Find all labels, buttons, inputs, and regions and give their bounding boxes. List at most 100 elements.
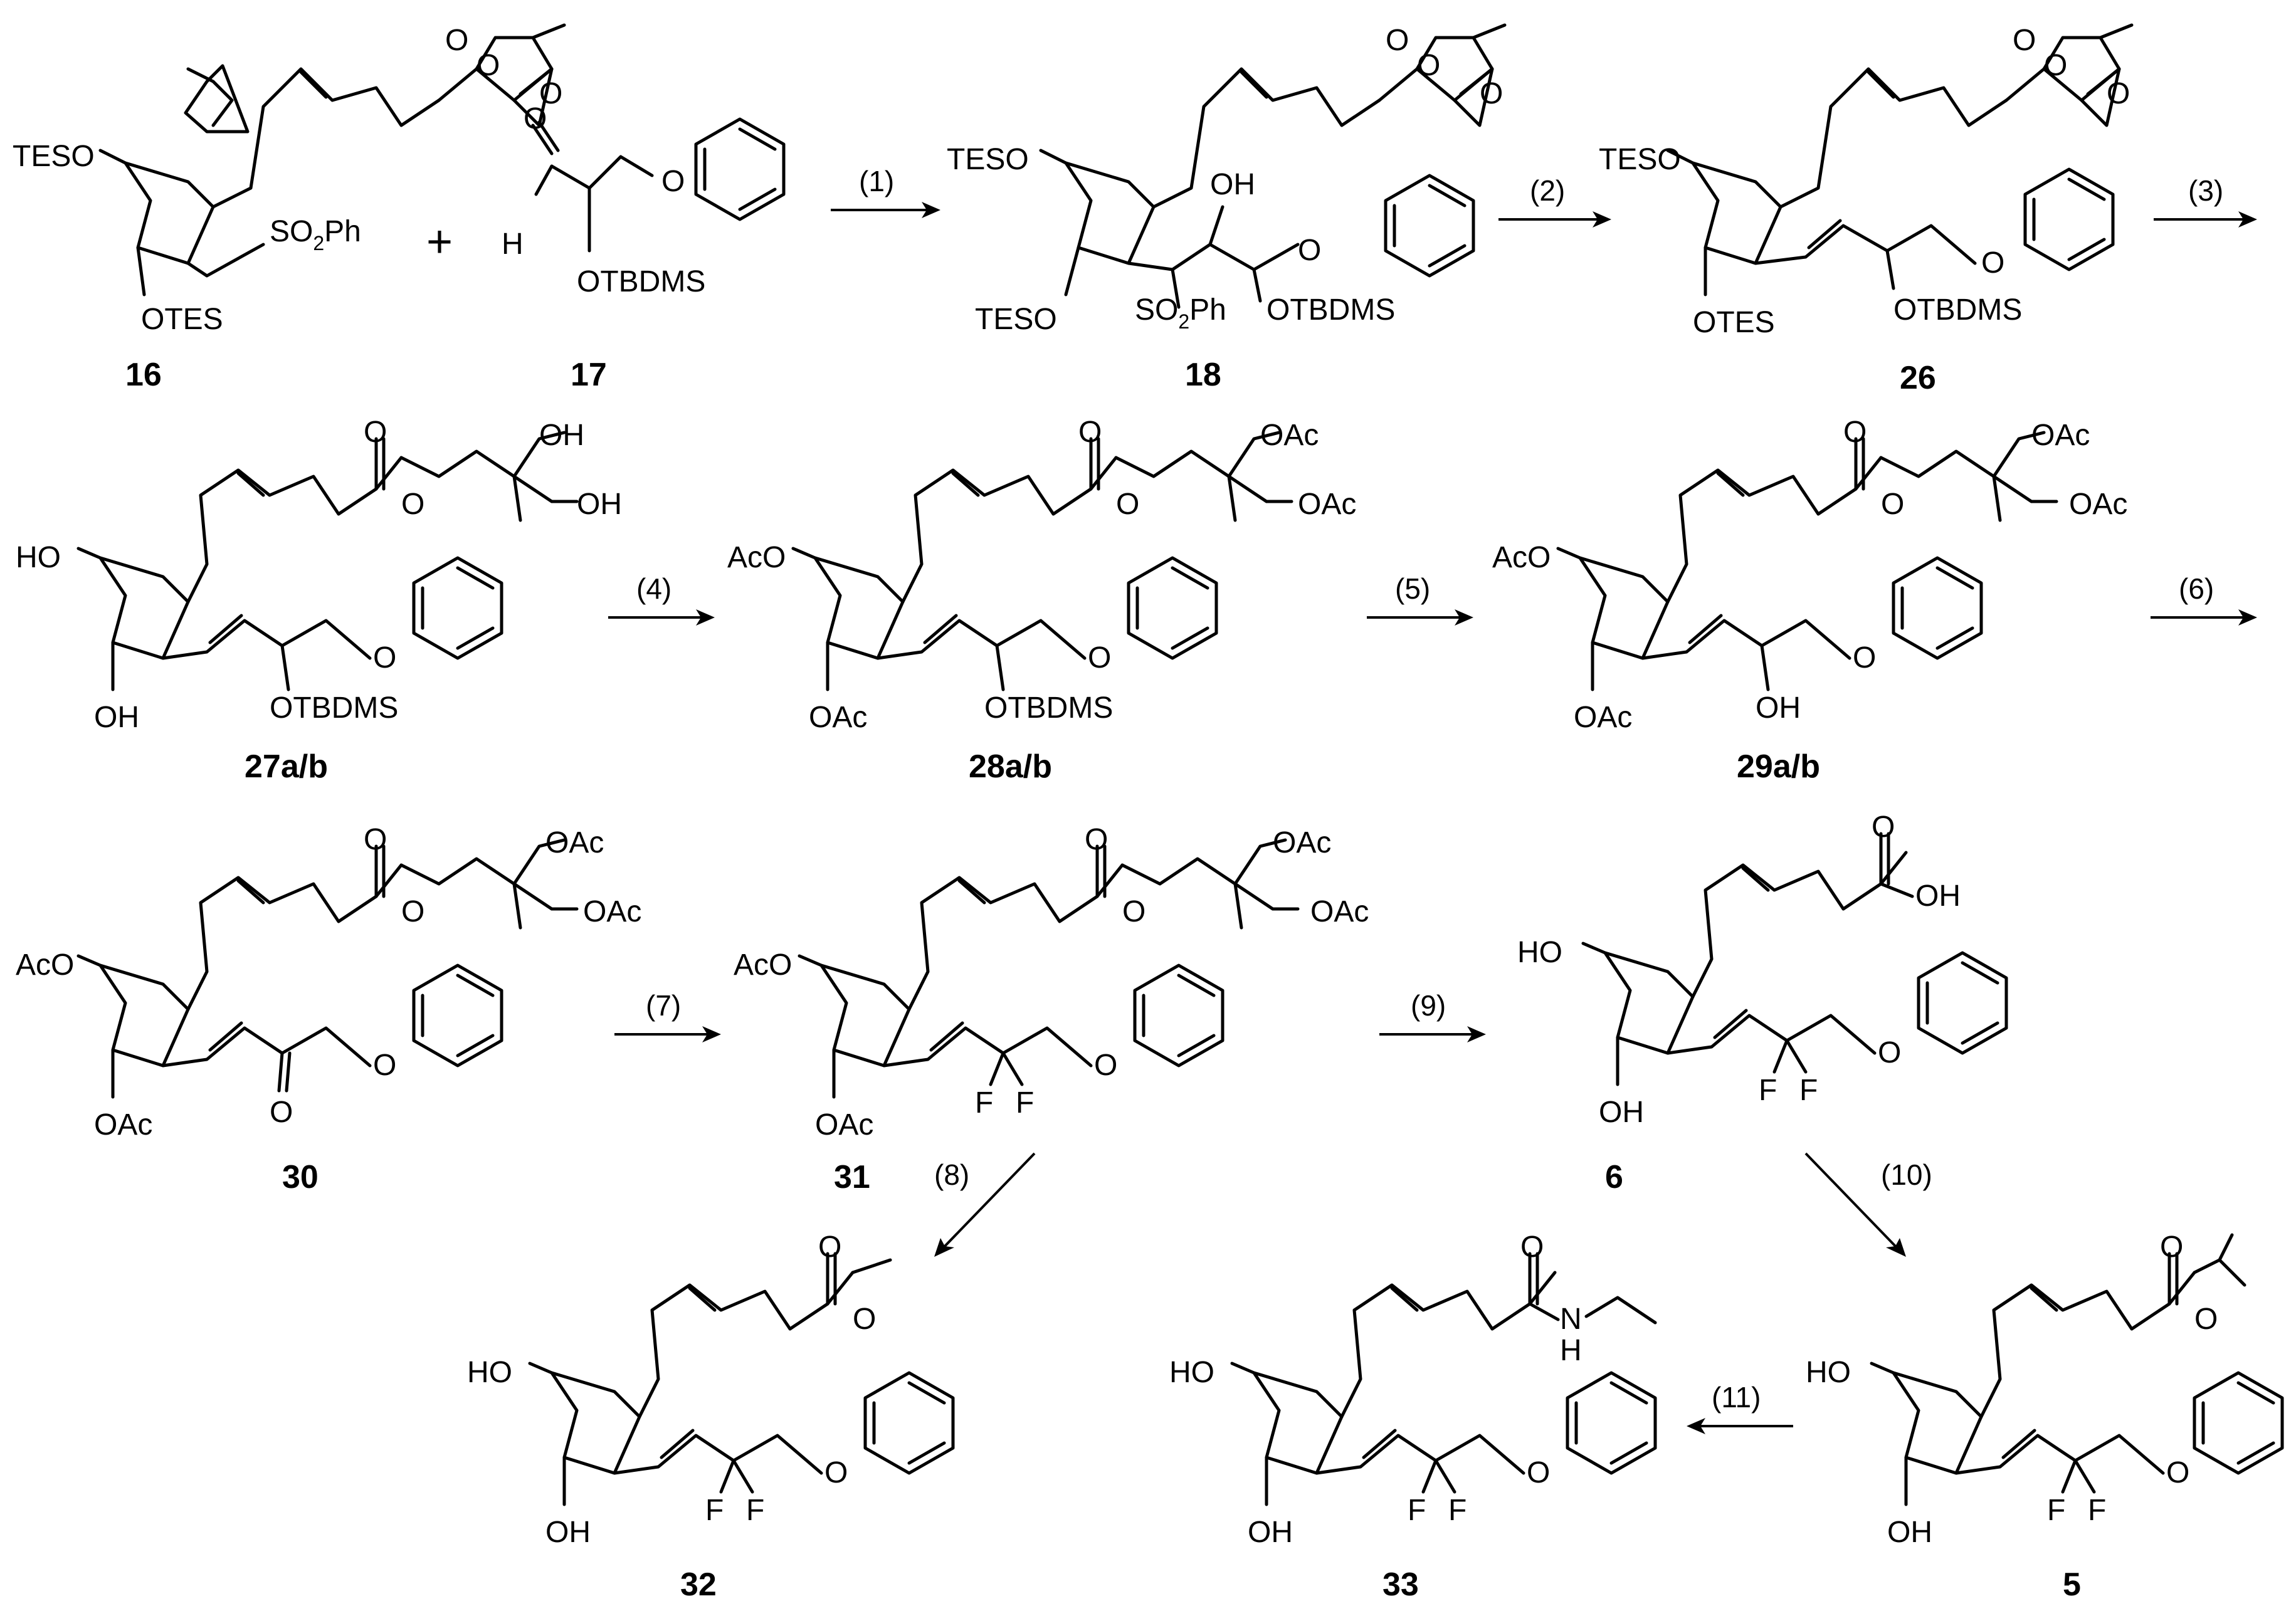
ester-o-label: O xyxy=(1116,488,1139,521)
oac-bottom-label: OAc xyxy=(815,1108,873,1142)
oh-bottom-label: OH xyxy=(545,1516,591,1549)
otbdms-label: OTBDMS xyxy=(577,265,705,298)
compound-30 xyxy=(76,838,579,1099)
arrowhead-4 xyxy=(696,609,715,626)
aldehyde-h-label: H xyxy=(502,228,524,261)
compound-28ab-label: 28a/b xyxy=(969,748,1052,785)
step-3-label: (3) xyxy=(2188,174,2223,207)
aco-label: AcO xyxy=(727,541,786,574)
f1-label: F xyxy=(705,1494,724,1527)
compound-27ab-label: 27a/b xyxy=(245,748,328,785)
arrowhead-9 xyxy=(1467,1026,1486,1042)
ether-o-label: O xyxy=(1094,1049,1117,1082)
oh-bottom-label: OH xyxy=(94,701,139,734)
ether-o-label: O xyxy=(1878,1036,1901,1069)
compound-6-label: 6 xyxy=(1605,1159,1623,1195)
ester-o-label: O xyxy=(1881,488,1904,521)
aco-label: AcO xyxy=(16,948,74,982)
teso-bottom-label: TESO xyxy=(975,303,1057,336)
ho-label: HO xyxy=(1806,1356,1851,1389)
compound-33 xyxy=(1230,1252,1657,1506)
compound-29ab-label: 29a/b xyxy=(1737,748,1820,785)
amide-n-label: N xyxy=(1560,1303,1582,1336)
f2-label: F xyxy=(2088,1494,2106,1527)
ortho-o1-label: O xyxy=(445,24,468,57)
carbonyl-o-label: O xyxy=(1078,416,1102,449)
ortho-o2-label: O xyxy=(477,49,500,82)
ketone-o-label: O xyxy=(270,1096,293,1129)
step-6-label: (6) xyxy=(2179,572,2214,605)
ether-o-label: O xyxy=(1981,246,2004,280)
oh-label: OH xyxy=(1756,691,1801,725)
arrowhead-3 xyxy=(2238,211,2257,228)
compound-18-label: 18 xyxy=(1185,357,1221,393)
compound-17 xyxy=(531,119,784,253)
arrowhead-10 xyxy=(1886,1238,1906,1257)
oh-top-label: OH xyxy=(539,419,584,452)
f2-label: F xyxy=(1448,1494,1467,1527)
step-7-label: (7) xyxy=(646,989,681,1022)
compound-16-label: 16 xyxy=(125,357,162,393)
ortho-o3-label: O xyxy=(539,77,562,110)
oac-mid-label: OAc xyxy=(1298,488,1356,521)
f1-label: F xyxy=(2047,1494,2065,1527)
oh-bottom-label: OH xyxy=(1248,1516,1293,1549)
compound-26 xyxy=(1666,23,2134,297)
f1-label: F xyxy=(1408,1494,1426,1527)
compound-28ab xyxy=(791,431,1293,691)
compound-32-label: 32 xyxy=(680,1567,717,1603)
ortho-o3-label: O xyxy=(2107,77,2130,110)
acid-o-label: O xyxy=(1872,811,1895,844)
arrowhead-11 xyxy=(1687,1418,1705,1434)
oac-bottom-label: OAc xyxy=(94,1108,152,1142)
ho-label: HO xyxy=(16,541,61,574)
aldehyde-o-label: O xyxy=(524,102,547,135)
oac-top-label: OAc xyxy=(1273,826,1331,859)
otbdms-label: OTBDMS xyxy=(1266,293,1395,327)
step-1-label: (1) xyxy=(859,165,894,197)
step-11-label: (11) xyxy=(1712,1381,1761,1414)
carbonyl-o-label: O xyxy=(364,416,387,449)
compound-6 xyxy=(1581,832,2006,1086)
ortho-o2-label: O xyxy=(1417,49,1440,82)
ether-o-label: O xyxy=(373,641,396,674)
oh-bottom-label: OH xyxy=(1599,1096,1644,1129)
f1-label: F xyxy=(1759,1074,1777,1107)
carbonyl-o-label: O xyxy=(1843,416,1867,449)
ester-o-label: O xyxy=(2194,1303,2218,1336)
compound-26-label: 26 xyxy=(1900,360,1936,396)
oac-top-label: OAc xyxy=(2031,419,2090,452)
otes-label: OTES xyxy=(1693,306,1775,339)
step-8-label: (8) xyxy=(934,1158,969,1191)
compound-5 xyxy=(1870,1233,2282,1506)
ether-o-label: O xyxy=(373,1049,396,1082)
compound-18 xyxy=(1039,23,1507,309)
f2-label: F xyxy=(1016,1086,1034,1120)
ether-o-label: O xyxy=(1527,1456,1550,1489)
compound-27ab xyxy=(76,431,579,691)
carbonyl-o-label: O xyxy=(818,1231,841,1264)
compound-30-label: 30 xyxy=(282,1159,319,1195)
plus-sign: + xyxy=(426,217,453,267)
oac-mid-label: OAc xyxy=(583,895,641,928)
arrowhead-5 xyxy=(1455,609,1473,626)
compound-29ab xyxy=(1556,431,2058,691)
arrowhead-1 xyxy=(922,202,940,218)
otbdms-label: OTBDMS xyxy=(1893,293,2022,327)
aco-label: AcO xyxy=(1492,541,1551,574)
carbonyl-o-label: O xyxy=(364,823,387,856)
otes-label: OTES xyxy=(141,303,223,336)
step-4-label: (4) xyxy=(636,572,671,605)
f2-label: F xyxy=(746,1494,764,1527)
ho-label: HO xyxy=(1517,936,1562,969)
carbonyl-o-label: O xyxy=(2160,1231,2183,1264)
arrow-step-8 xyxy=(942,1152,1036,1249)
arrowhead-2 xyxy=(1593,211,1611,228)
step-9-label: (9) xyxy=(1411,989,1446,1022)
arrowhead-8 xyxy=(934,1238,954,1257)
arrowhead-7 xyxy=(702,1026,721,1042)
compound-5-label: 5 xyxy=(2063,1567,2081,1603)
ether-o-label: O xyxy=(661,165,685,198)
ether-o-label: O xyxy=(824,1456,848,1489)
